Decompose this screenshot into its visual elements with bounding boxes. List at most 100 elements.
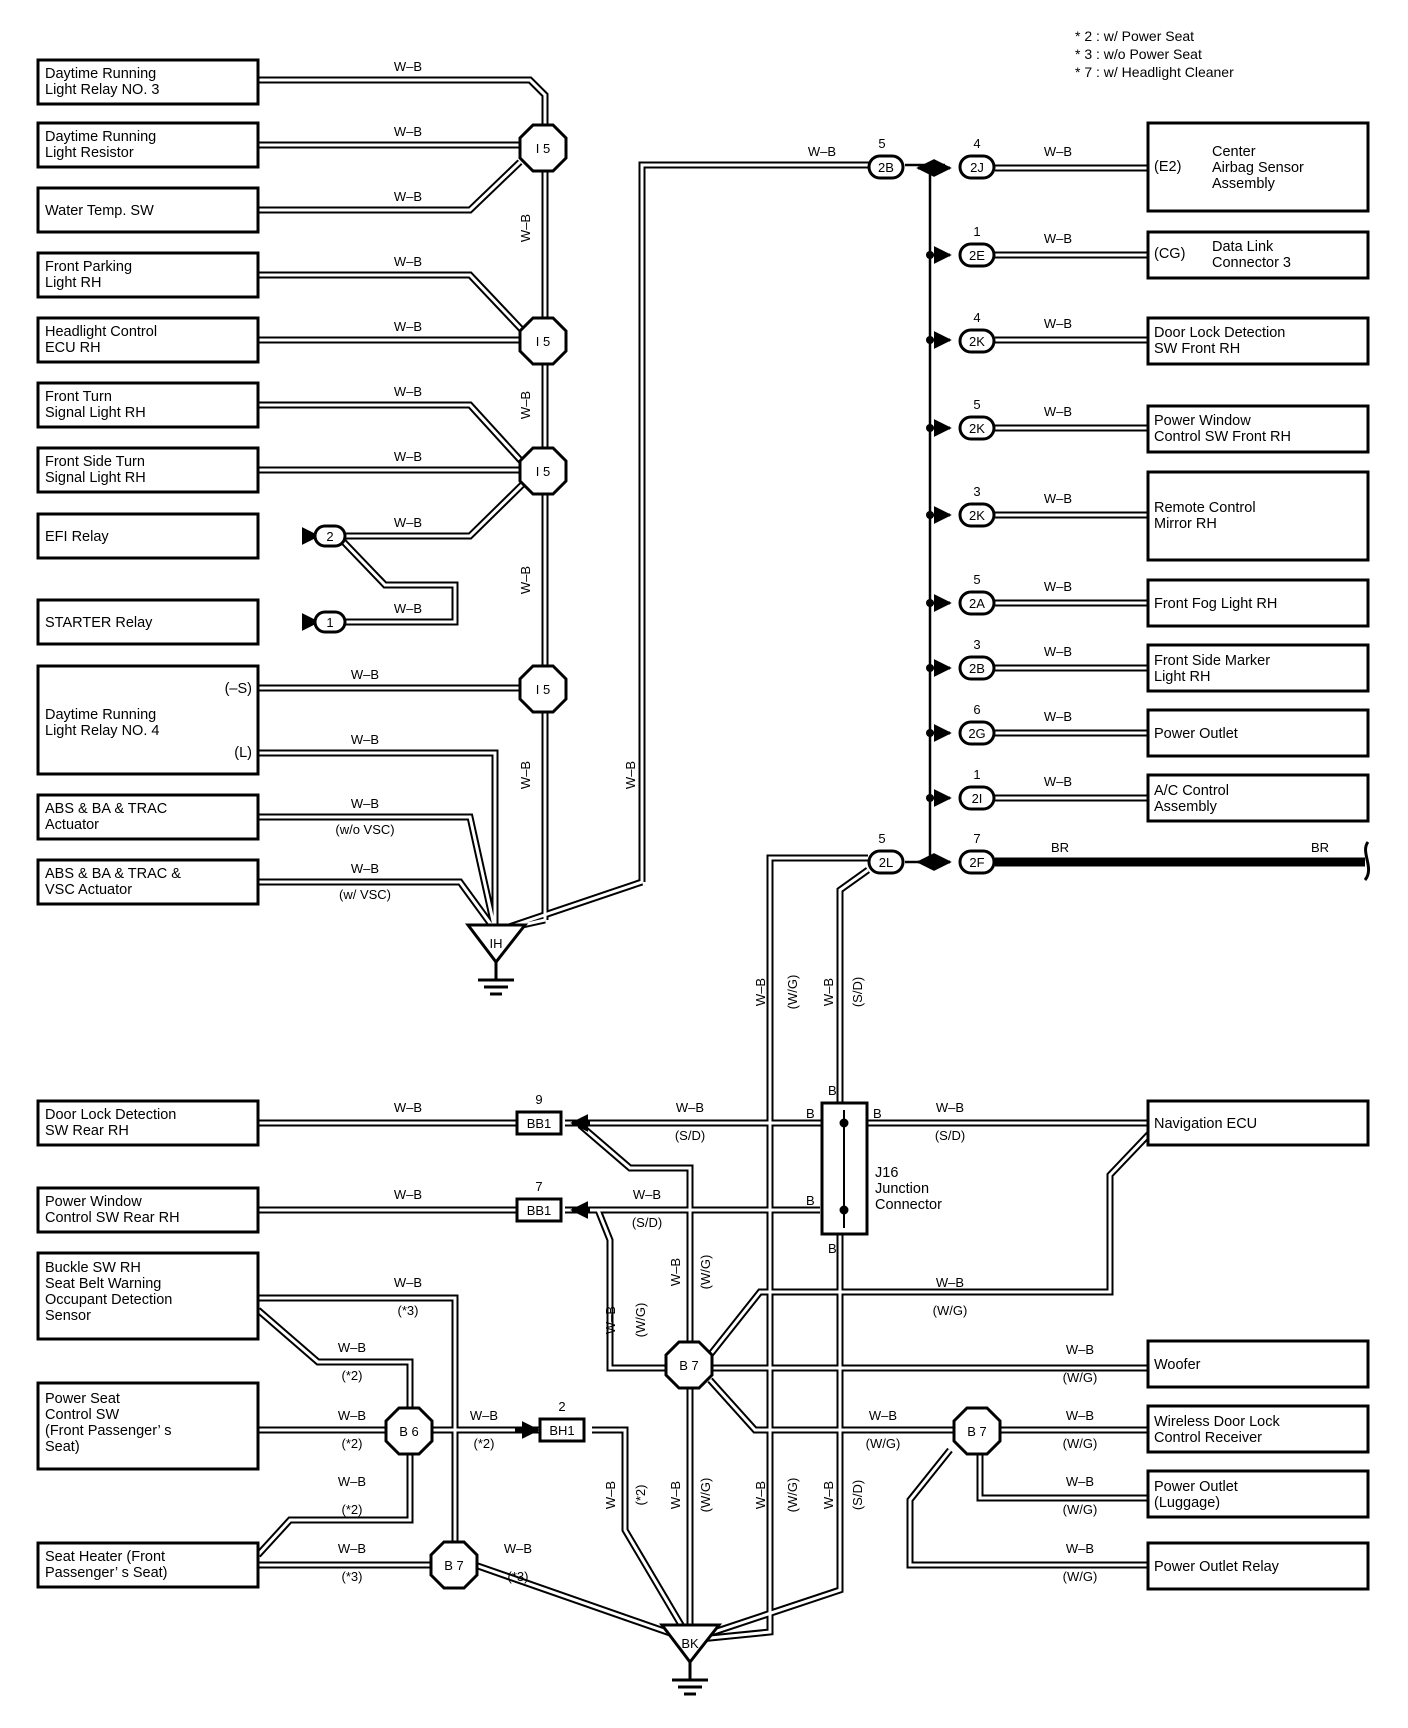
- 2j-label: 2J: [970, 160, 984, 175]
- 2k-connector-3: [958, 502, 996, 528]
- wireless-door-lock-box: [1146, 1404, 1370, 1454]
- wire-core: [257, 1308, 412, 1410]
- wire: [258, 401, 525, 465]
- drl-resistor-box: [36, 121, 260, 169]
- wire-color: W–B: [603, 1481, 618, 1509]
- junction-label-3: Connector: [875, 1197, 942, 1213]
- dlc3-label-1: Data Link: [1212, 239, 1274, 255]
- j16-pin-b: B: [828, 1083, 837, 1098]
- wire-core: [708, 1131, 1152, 1356]
- vertical-wire-labels: W–B W–B W–B W–B W–B W–B (W/G) W–B (S/D) …: [518, 214, 865, 1512]
- power-outlet-relay-label: Power Outlet Relay: [1154, 1559, 1280, 1575]
- wire: [255, 1452, 414, 1558]
- wire-option: (*3): [398, 1303, 419, 1318]
- wireless-door-lock-label-1: Wireless Door Lock: [1154, 1414, 1280, 1430]
- power-outlet-luggage-box: [1146, 1469, 1370, 1519]
- wire-option: (W/G): [933, 1303, 968, 1318]
- wire-color: W–B: [1066, 1474, 1094, 1489]
- wire-option: (S/D): [632, 1215, 662, 1230]
- front-side-turn-label-2: Signal Light RH: [45, 470, 146, 486]
- wire-color: W–B: [394, 254, 422, 269]
- wire-color: W–B: [753, 978, 768, 1006]
- wire: [707, 1130, 1153, 1358]
- footnotes: * 2 : w/ Power Seat * 3 : w/o Power Seat…: [1075, 27, 1234, 81]
- 2k-label: 2K: [969, 334, 985, 349]
- wire-color: W–B: [394, 319, 422, 334]
- wire-color: W–B: [1044, 404, 1072, 419]
- starter-relay-label: STARTER Relay: [45, 615, 153, 631]
- c2-connector: [313, 524, 347, 548]
- bk-ground-triangle: [658, 1623, 723, 1665]
- wire-color: W–B: [518, 391, 533, 419]
- c1-label: 1: [326, 615, 333, 630]
- 2g-connector: [958, 720, 996, 746]
- wire-core: [338, 480, 527, 538]
- nodes: [313, 123, 1002, 1590]
- front-side-turn-rh-box: [36, 446, 260, 494]
- splice-dot: [926, 424, 934, 432]
- 2b-label: 2B: [969, 661, 985, 676]
- airbag-label-2: Airbag Sensor: [1212, 160, 1304, 176]
- wire-core: [708, 1378, 1150, 1432]
- wire-color: W–B: [394, 1187, 422, 1202]
- wire: [906, 1447, 1150, 1569]
- mirror-rh-box: [1146, 470, 1370, 562]
- wire-color: W–B: [394, 449, 422, 464]
- pin-number: 6: [973, 702, 980, 717]
- seat-heater-box: [36, 1541, 260, 1589]
- wire: [258, 159, 523, 214]
- wire-color: W–B: [1044, 316, 1072, 331]
- wire-core: [258, 78, 547, 145]
- cut-end: [1363, 841, 1371, 881]
- door-lock-rr-box: [36, 1099, 260, 1147]
- buckle-sw-label-3: Occupant Detection: [45, 1292, 172, 1308]
- wire-color: W–B: [394, 384, 422, 399]
- nav-ecu-box: [1146, 1099, 1370, 1147]
- door-lock-fr-label-1: Door Lock Detection: [1154, 325, 1285, 341]
- c2-label: 2: [326, 529, 333, 544]
- pin-numbers: 5 4 1 4 5 3 5 3 6 1 5 7 9 7 2: [535, 136, 980, 1414]
- wire-color: W–B: [518, 761, 533, 789]
- i5-junction-3: [518, 446, 568, 496]
- power-outlet-relay-box: [1146, 1541, 1370, 1591]
- i5-label: I 5: [536, 334, 550, 349]
- power-outlet-luggage-label-2: (Luggage): [1154, 1495, 1220, 1511]
- wire-color: W–B: [394, 515, 422, 530]
- pin-number: 3: [973, 484, 980, 499]
- 2b-label: 2B: [878, 160, 894, 175]
- mirror-rh-label-2: Mirror RH: [1154, 516, 1217, 532]
- b7-junction-seat: [429, 1540, 479, 1590]
- 2a-label: 2A: [969, 596, 985, 611]
- front-parking-label-2: Light RH: [45, 275, 101, 291]
- bh1-connector: [538, 1417, 586, 1443]
- wire-color-br: BR: [1311, 840, 1329, 855]
- i5-junction-1: [518, 123, 568, 173]
- woofer-label: Woofer: [1154, 1357, 1201, 1373]
- pw-sw-fr-label-2: Control SW Front RH: [1154, 429, 1291, 445]
- wire-color: W–B: [668, 1258, 683, 1286]
- wire-color: W–B: [394, 59, 422, 74]
- power-seat-sw-label-2: Control SW: [45, 1407, 119, 1423]
- 2k-connector-2: [958, 415, 996, 441]
- wire-color: W–B: [623, 761, 638, 789]
- seat-heater-label-2: Passenger’ s Seat): [45, 1565, 168, 1581]
- wire-option: (w/ VSC): [339, 887, 391, 902]
- wire-color: W–B: [1044, 491, 1072, 506]
- wire-option: (S/D): [850, 1480, 865, 1510]
- wire-core: [592, 1428, 692, 1641]
- i5-junction-2: [518, 316, 568, 366]
- b6-junction: [384, 1406, 434, 1456]
- wire-option: (W/G): [1063, 1502, 1098, 1517]
- wire-color: W–B: [821, 978, 836, 1006]
- wire-core: [908, 1449, 1150, 1567]
- wire-color: W–B: [936, 1100, 964, 1115]
- pin-number: 5: [973, 572, 980, 587]
- bb1-connector-2: [515, 1197, 563, 1223]
- front-parking-rh-box: [36, 251, 260, 299]
- bb1-label: BB1: [527, 1116, 552, 1131]
- water-temp-sw-label: Water Temp. SW: [45, 203, 154, 219]
- 2f-connector: [958, 849, 996, 875]
- wire-option: (W/G): [866, 1436, 901, 1451]
- side-marker-label-2: Light RH: [1154, 669, 1210, 685]
- splice-dot: [926, 336, 934, 344]
